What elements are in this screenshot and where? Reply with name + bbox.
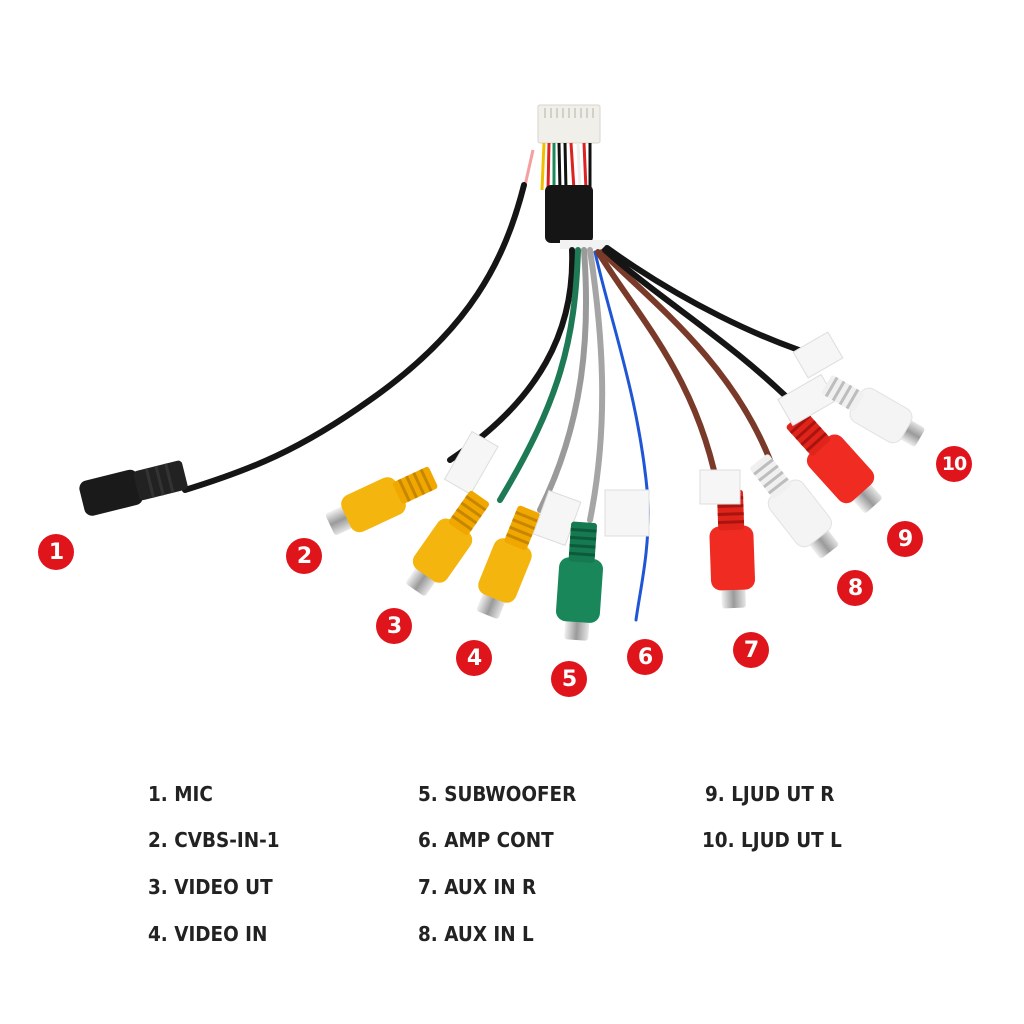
badge-5: 5 [551, 661, 587, 697]
ljud-ut-l-cable [604, 245, 833, 363]
legend-item-video-in: 4. VIDEO IN [148, 922, 268, 946]
rca-plug-aux-in-l [750, 454, 839, 559]
video-in-cable [537, 247, 590, 513]
rca-plug-aux-in-r [709, 489, 756, 609]
mic-plug [79, 460, 188, 516]
rca-plug-subwoofer [555, 521, 603, 641]
amp-cont-wire [593, 250, 650, 622]
ljud-ut-r-cable [602, 247, 803, 413]
legend-item-video-ut: 3. VIDEO UT [148, 875, 273, 899]
badge-7: 7 [733, 632, 769, 668]
cvbs-in-cable [447, 247, 576, 463]
badge-6: 6 [627, 639, 663, 675]
legend-item-mic: 1. MIC [148, 782, 213, 806]
badge-8: 8 [837, 570, 873, 606]
cable-harness-illustration [79, 104, 925, 641]
rca-plug-video-in [476, 505, 540, 619]
badge-2: 2 [286, 538, 322, 574]
legend-item-aux-in-r: 7. AUX IN R [418, 875, 537, 899]
rca-plug-ljud-ut-l [822, 375, 925, 447]
badge-4: 4 [456, 640, 492, 676]
legend-item-amp-cont: 6. AMP CONT [418, 828, 554, 852]
subwoofer-cable [587, 247, 606, 523]
badge-10: 10 [936, 446, 972, 482]
legend-item-subwoofer: 5. SUBWOOFER [418, 782, 577, 806]
legend-item-ljud-ut-l: 10. LJUD UT L [702, 828, 842, 852]
aux-in-l-cable [599, 249, 773, 463]
multi-pin-connector [522, 104, 610, 249]
mic-cable [182, 182, 527, 493]
legend-item-cvbs-in-1: 2. CVBS-IN-1 [148, 828, 280, 852]
video-out-cable [497, 247, 581, 503]
badge-9: 9 [887, 521, 923, 557]
legend-item-aux-in-l: 8. AUX IN L [418, 922, 534, 946]
aux-in-r-cable [595, 249, 723, 503]
rca-plug-video-out [406, 490, 490, 596]
legend-item-ljud-ut-r: 9. LJUD UT R [705, 782, 835, 806]
rca-plug-cvbs-in [325, 466, 438, 535]
badge-3: 3 [376, 608, 412, 644]
badge-1: 1 [38, 534, 74, 570]
